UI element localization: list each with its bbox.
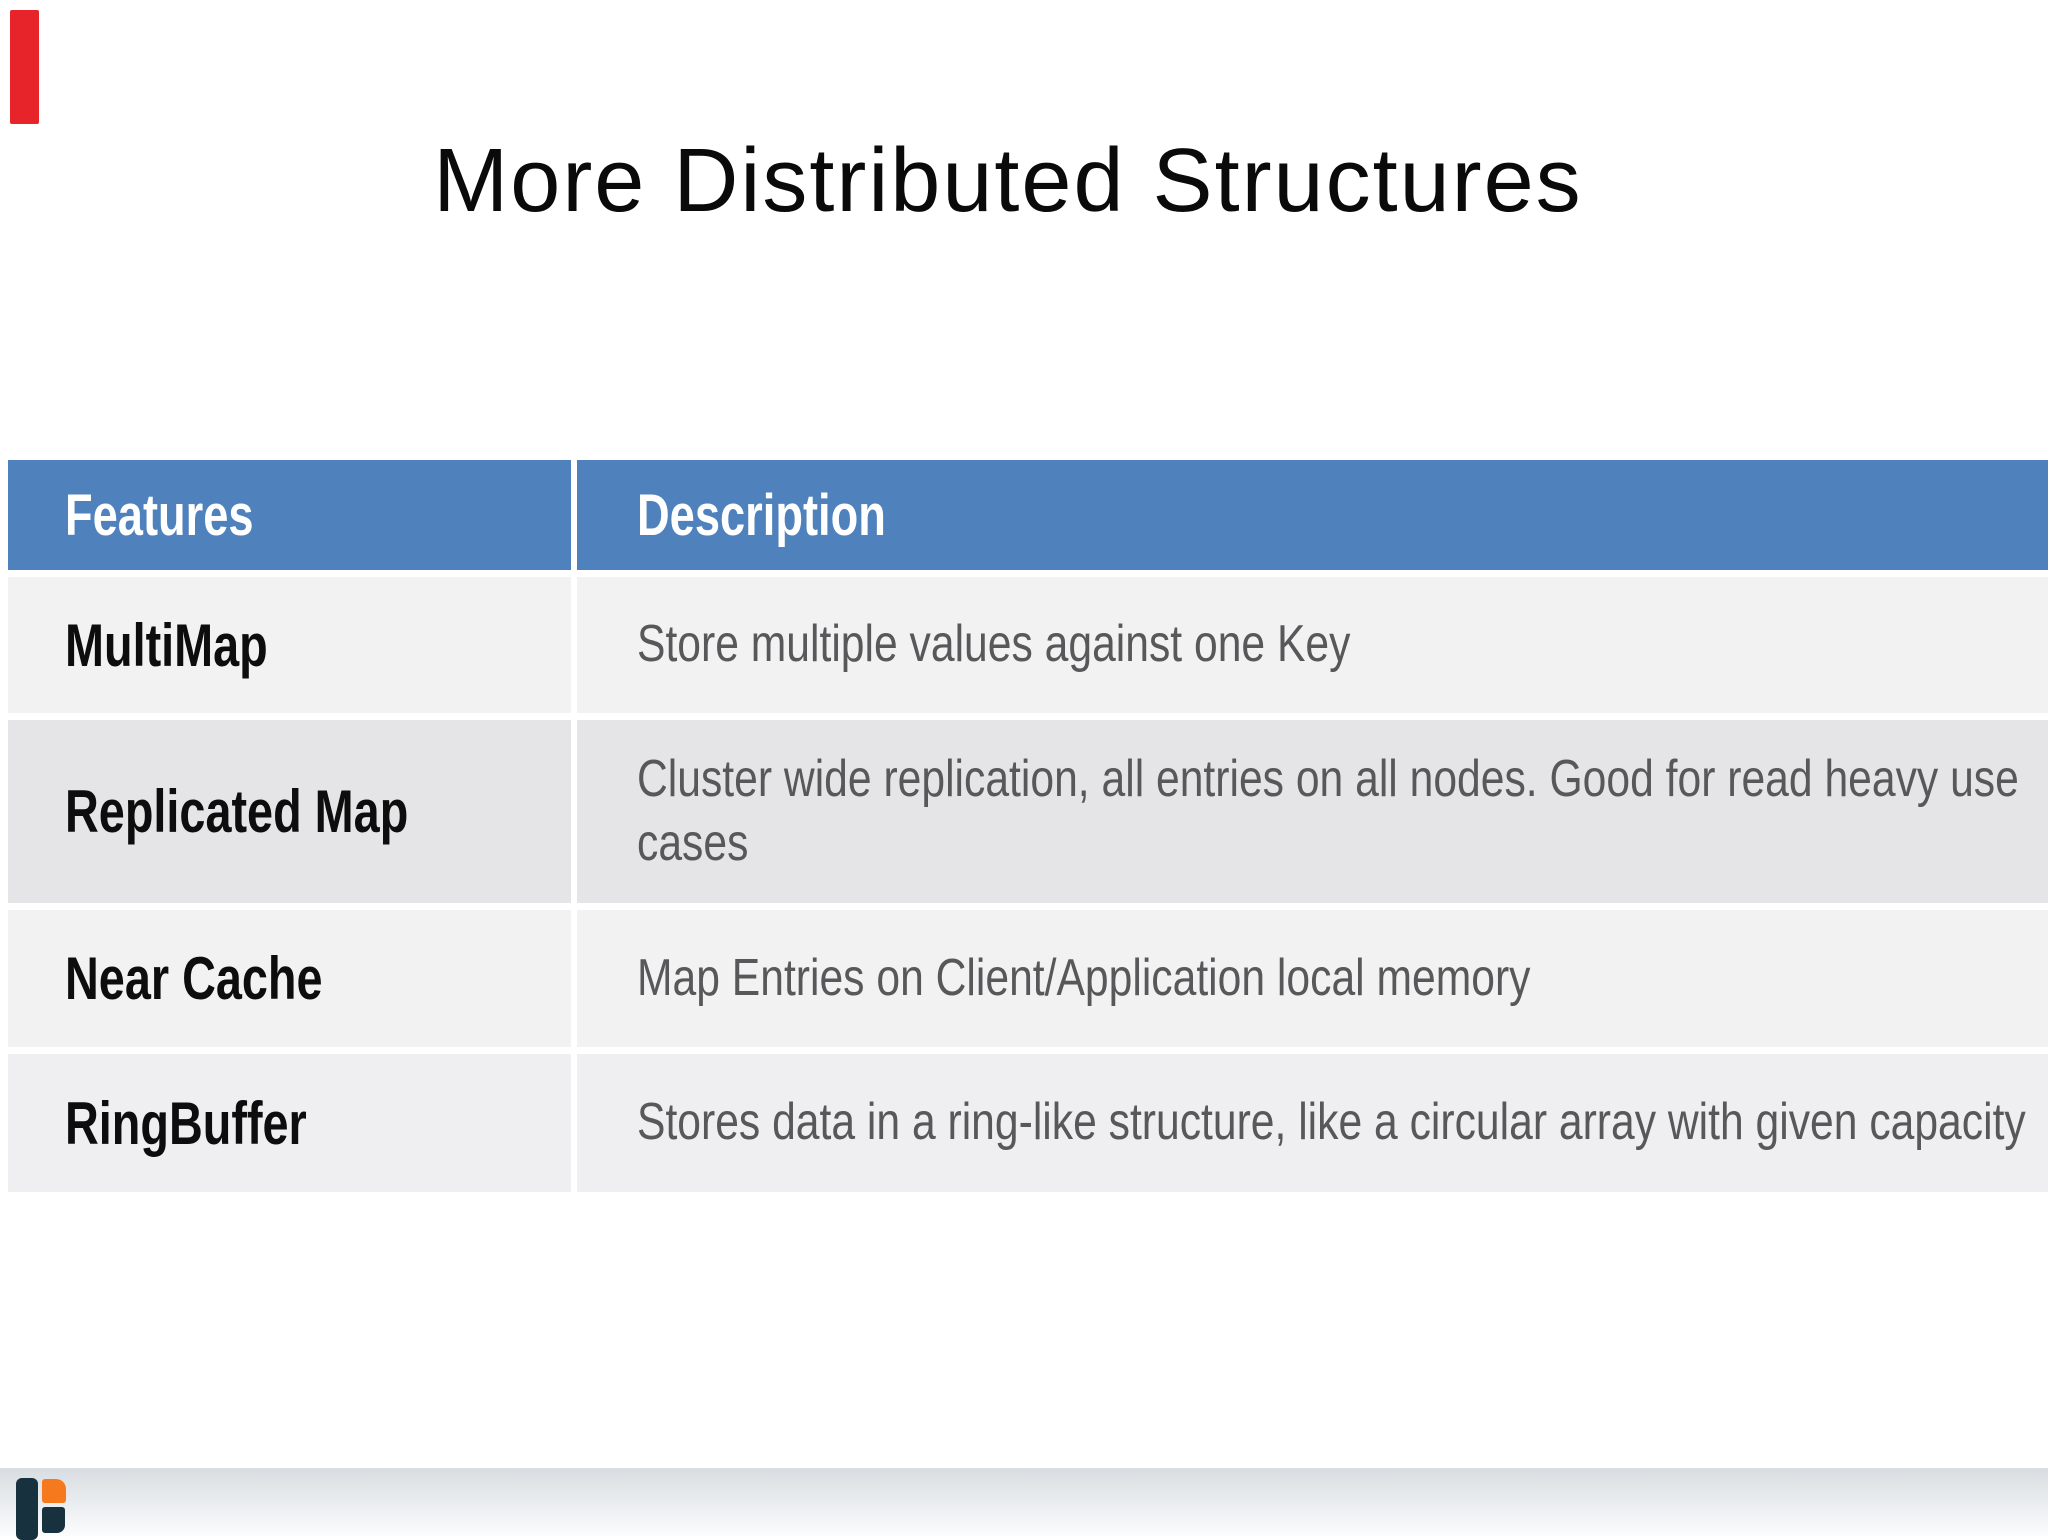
table-row: MultiMap Store multiple values against o…: [8, 577, 2048, 713]
description-cell: Stores data in a ring-like structure, li…: [577, 1054, 2048, 1192]
slide-title: More Distributed Structures: [433, 131, 1583, 231]
description-cell: Store multiple values against one Key: [577, 577, 2048, 713]
feature-name: RingBuffer: [65, 1089, 307, 1157]
feature-name: Near Cache: [65, 945, 323, 1012]
feature-name: Replicated Map: [65, 778, 409, 845]
feature-description: Map Entries on Client/Application local …: [637, 948, 1531, 1007]
feature-cell: MultiMap: [8, 577, 571, 713]
logo-bar-shape: [16, 1478, 38, 1540]
logo-dark-square: [42, 1507, 65, 1533]
logo-orange-square: [42, 1479, 66, 1503]
feature-name: MultiMap: [65, 611, 268, 679]
column-header-features: Features: [65, 482, 254, 548]
table-row: Replicated Map Cluster wide replication,…: [8, 720, 2048, 903]
feature-cell: Replicated Map: [8, 720, 571, 903]
column-header-description-cell: Description: [577, 460, 2048, 570]
company-logo-icon: [16, 1478, 68, 1540]
table-row: RingBuffer Stores data in a ring-like st…: [8, 1054, 2048, 1192]
table-header-row: Features Description: [8, 460, 2048, 570]
description-cell: Map Entries on Client/Application local …: [577, 910, 2048, 1047]
feature-description: Stores data in a ring-like structure, li…: [637, 1093, 2026, 1152]
feature-cell: RingBuffer: [8, 1054, 571, 1192]
column-header-features-cell: Features: [8, 460, 571, 570]
table-row: Near Cache Map Entries on Client/Applica…: [8, 910, 2048, 1047]
column-header-description: Description: [637, 482, 886, 548]
footer-gradient-band: [0, 1468, 2048, 1536]
description-cell: Cluster wide replication, all entries on…: [577, 720, 2048, 903]
features-table: Features Description MultiMap Store mult…: [8, 460, 2048, 1192]
feature-cell: Near Cache: [8, 910, 571, 1047]
feature-description: Store multiple values against one Key: [637, 615, 1351, 674]
feature-description: Cluster wide replication, all entries on…: [637, 750, 2019, 872]
red-accent-bar: [10, 10, 39, 124]
